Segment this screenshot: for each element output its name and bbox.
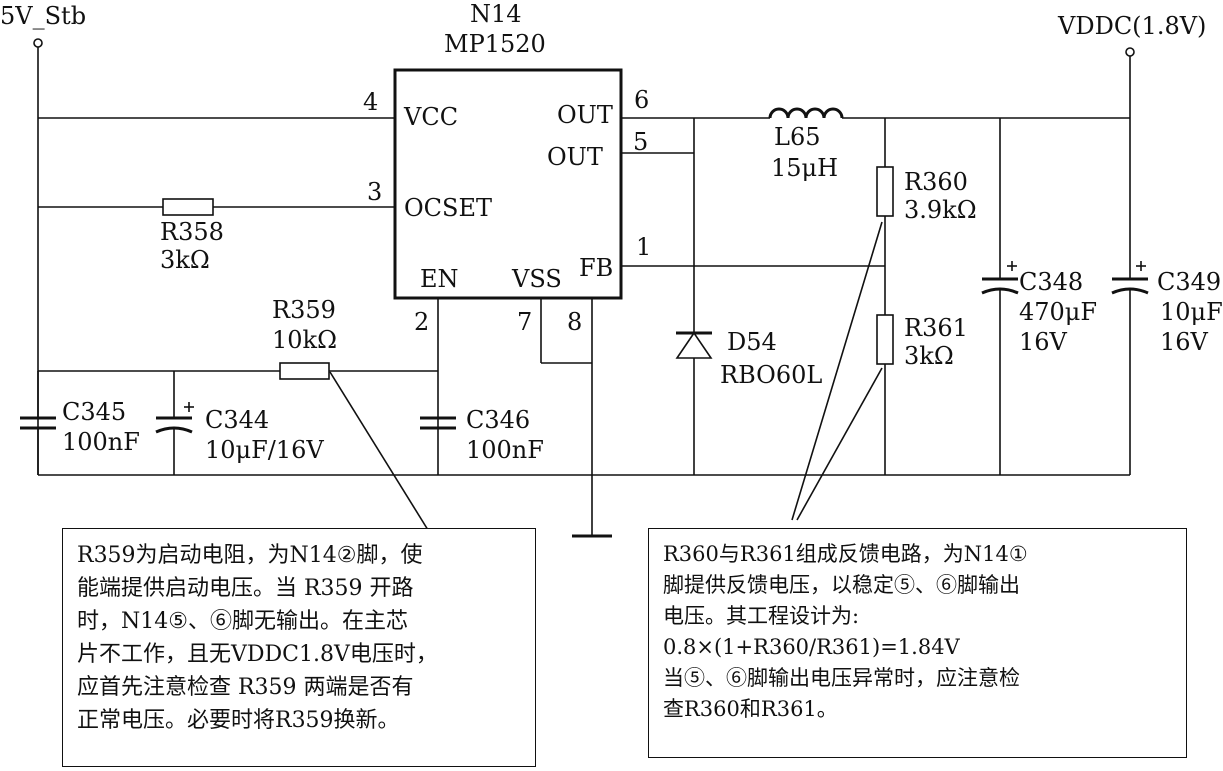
note-r359: R359为启动电阻，为N14②脚，使 能端提供启动电压。当 R359 开路 时，… bbox=[62, 528, 536, 767]
r359-value: 10kΩ bbox=[272, 326, 337, 354]
resistor-r360 bbox=[876, 166, 894, 217]
pin-number-6: 6 bbox=[634, 86, 649, 114]
r361-value: 3kΩ bbox=[904, 342, 954, 370]
resistor-r358 bbox=[162, 198, 214, 216]
capacitor-c349 bbox=[1111, 118, 1149, 475]
c348-voltage: 16V bbox=[1019, 328, 1068, 356]
pin-number-5: 5 bbox=[633, 128, 648, 156]
r358-value: 3kΩ bbox=[160, 246, 210, 274]
r359-name: R359 bbox=[272, 296, 336, 324]
resistor-r359 bbox=[279, 362, 330, 380]
d54-name: D54 bbox=[727, 328, 777, 356]
pin-label-vss: VSS bbox=[511, 265, 562, 293]
callout-leader-left bbox=[329, 371, 429, 531]
c348-name: C348 bbox=[1019, 268, 1083, 296]
c346-value: 100nF bbox=[466, 436, 544, 464]
inductor-l65 bbox=[768, 107, 844, 119]
label-vddc: VDDC(1.8V) bbox=[1057, 12, 1206, 40]
ic-part: MP1520 bbox=[444, 30, 546, 58]
c349-voltage: 16V bbox=[1160, 328, 1209, 356]
diode-d54 bbox=[675, 331, 713, 359]
pin-number-2: 2 bbox=[414, 308, 429, 336]
c345-value: 100nF bbox=[62, 428, 140, 456]
pin-number-8: 8 bbox=[567, 308, 582, 336]
capacitor-c344 bbox=[155, 371, 194, 475]
l65-name: L65 bbox=[774, 123, 820, 151]
r360-name: R360 bbox=[904, 168, 968, 196]
wire-out bbox=[621, 117, 770, 475]
c349-value: 10μF bbox=[1160, 298, 1223, 326]
pin-number-1: 1 bbox=[636, 233, 651, 261]
wire-vss bbox=[540, 298, 612, 538]
c346-name: C346 bbox=[466, 406, 530, 434]
pin-label-ocset: OCSET bbox=[404, 194, 492, 222]
pin-number-7: 7 bbox=[517, 308, 532, 336]
ic-body bbox=[393, 68, 623, 300]
c344-value: 10μF/16V bbox=[205, 436, 324, 464]
r360-value: 3.9kΩ bbox=[904, 196, 977, 224]
capacitor-c346 bbox=[420, 416, 456, 430]
capacitor-c348 bbox=[981, 118, 1019, 475]
label-5v-stb: 5V_Stb bbox=[0, 2, 86, 30]
pin-number-3: 3 bbox=[367, 178, 382, 206]
pin-number-4: 4 bbox=[363, 88, 378, 116]
c348-value: 470μF bbox=[1019, 298, 1097, 326]
callout-leader-right bbox=[791, 221, 883, 521]
wire-en bbox=[38, 298, 439, 475]
pin-label-en: EN bbox=[420, 265, 459, 293]
resistor-r361 bbox=[876, 314, 894, 365]
terminal-vddc bbox=[1125, 47, 1135, 118]
note-r360-r361: R360与R361组成反馈电路，为N14① 脚提供反馈电压，以稳定⑤、⑥脚输出 … bbox=[648, 528, 1187, 758]
d54-value: RBO60L bbox=[720, 361, 822, 389]
pin-label-fb: FB bbox=[579, 254, 613, 282]
ic-designator: N14 bbox=[470, 0, 522, 28]
pin-label-out2: OUT bbox=[547, 143, 603, 171]
capacitor-c345 bbox=[20, 371, 56, 475]
c345-name: C345 bbox=[62, 398, 126, 426]
c349-name: C349 bbox=[1157, 268, 1221, 296]
c344-name: C344 bbox=[205, 406, 269, 434]
pin-label-out1: OUT bbox=[557, 101, 613, 129]
r358-name: R358 bbox=[160, 218, 224, 246]
pin-label-vcc: VCC bbox=[403, 103, 458, 131]
r361-name: R361 bbox=[904, 314, 968, 342]
l65-value: 15μH bbox=[771, 154, 838, 182]
